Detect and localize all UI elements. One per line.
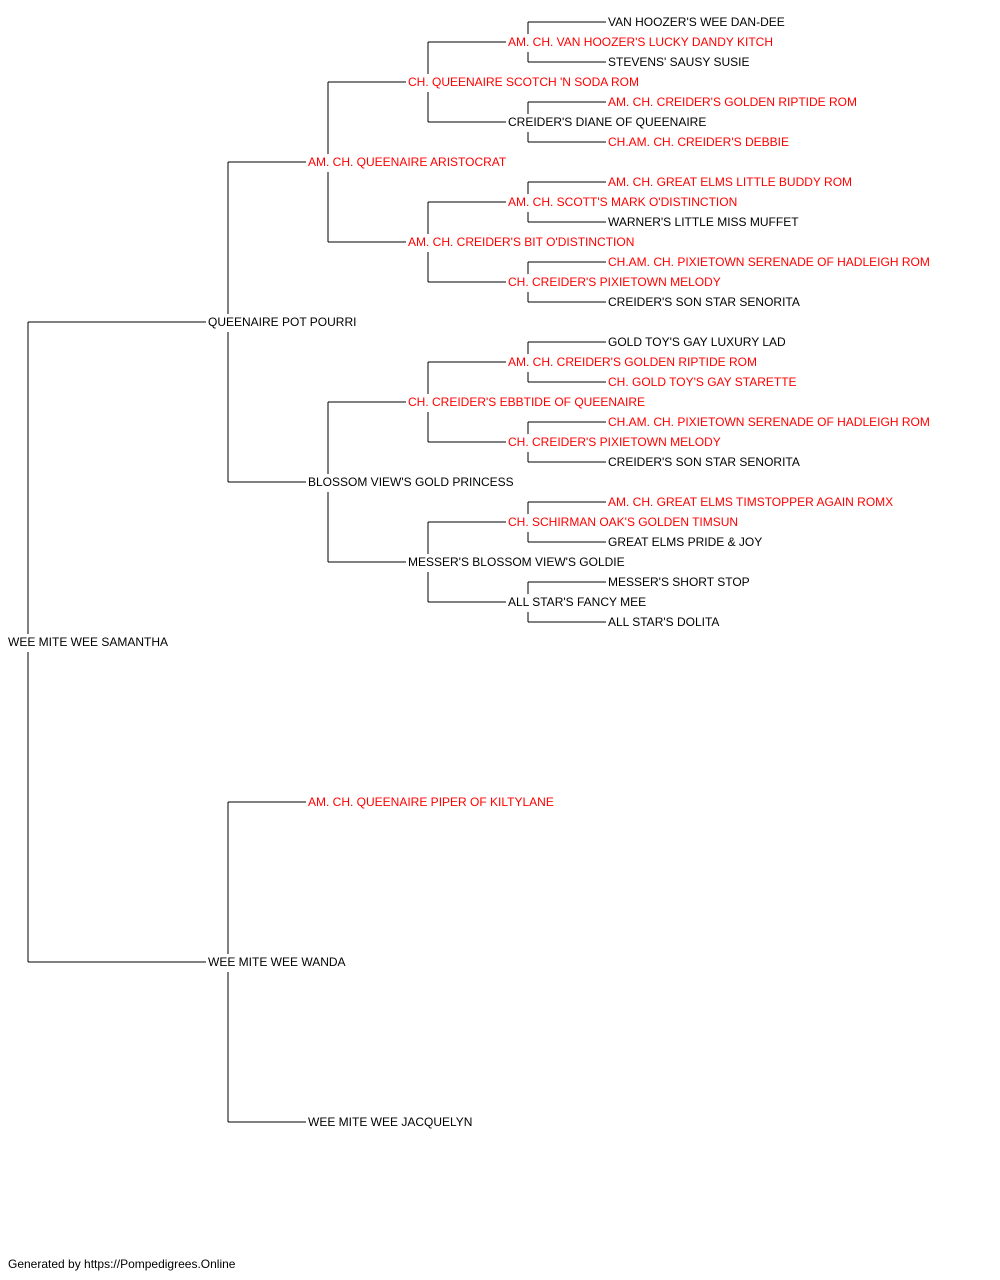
dog-name-gen4: CREIDER'S DIANE OF QUEENAIRE (508, 115, 706, 129)
generated-by-footer: Generated by https://Pompedigrees.Online (8, 1257, 236, 1271)
dog-name-gen1: WEE MITE WEE WANDA (208, 955, 346, 969)
dog-name-gen5: WARNER'S LITTLE MISS MUFFET (608, 215, 799, 229)
dog-name-gen4: CH. CREIDER'S PIXIETOWN MELODY (508, 435, 721, 449)
dog-name-gen5: CH. GOLD TOY'S GAY STARETTE (608, 375, 797, 389)
dog-name-gen5: CREIDER'S SON STAR SENORITA (608, 455, 800, 469)
dog-name-gen0: WEE MITE WEE SAMANTHA (8, 635, 168, 649)
dog-name-gen3: CH. QUEENAIRE SCOTCH 'N SODA ROM (408, 75, 639, 89)
dog-name-gen4: CH. CREIDER'S PIXIETOWN MELODY (508, 275, 721, 289)
dog-name-gen5: STEVENS' SAUSY SUSIE (608, 55, 749, 69)
dog-name-gen2: AM. CH. QUEENAIRE ARISTOCRAT (308, 155, 507, 169)
dog-name-gen5: ALL STAR'S DOLITA (608, 615, 719, 629)
dog-name-gen4: AM. CH. SCOTT'S MARK O'DISTINCTION (508, 195, 737, 209)
dog-name-gen2: AM. CH. QUEENAIRE PIPER OF KILTYLANE (308, 795, 554, 809)
dog-name-gen4: AM. CH. CREIDER'S GOLDEN RIPTIDE ROM (508, 355, 757, 369)
dog-name-gen5: CREIDER'S SON STAR SENORITA (608, 295, 800, 309)
dog-name-gen5: GOLD TOY'S GAY LUXURY LAD (608, 335, 786, 349)
dog-name-gen2: BLOSSOM VIEW'S GOLD PRINCESS (308, 475, 514, 489)
dog-name-gen5: CH.AM. CH. PIXIETOWN SERENADE OF HADLEIG… (608, 415, 930, 429)
dog-name-gen4: AM. CH. VAN HOOZER'S LUCKY DANDY KITCH (508, 35, 773, 49)
dog-name-gen3: AM. CH. CREIDER'S BIT O'DISTINCTION (408, 235, 634, 249)
dog-name-gen1: QUEENAIRE POT POURRI (208, 315, 356, 329)
dog-name-gen4: ALL STAR'S FANCY MEE (508, 595, 646, 609)
dog-name-gen3: CH. CREIDER'S EBBTIDE OF QUEENAIRE (408, 395, 645, 409)
dog-name-gen5: MESSER'S SHORT STOP (608, 575, 750, 589)
dog-name-gen5: AM. CH. CREIDER'S GOLDEN RIPTIDE ROM (608, 95, 857, 109)
dog-name-gen5: GREAT ELMS PRIDE & JOY (608, 535, 762, 549)
dog-name-gen5: VAN HOOZER'S WEE DAN-DEE (608, 15, 785, 29)
dog-name-gen5: AM. CH. GREAT ELMS LITTLE BUDDY ROM (608, 175, 852, 189)
dog-name-gen3: MESSER'S BLOSSOM VIEW'S GOLDIE (408, 555, 625, 569)
dog-name-gen2: WEE MITE WEE JACQUELYN (308, 1115, 472, 1129)
dog-name-gen5: AM. CH. GREAT ELMS TIMSTOPPER AGAIN ROMX (608, 495, 893, 509)
dog-name-gen5: CH.AM. CH. CREIDER'S DEBBIE (608, 135, 789, 149)
dog-name-gen5: CH.AM. CH. PIXIETOWN SERENADE OF HADLEIG… (608, 255, 930, 269)
dog-name-gen4: CH. SCHIRMAN OAK'S GOLDEN TIMSUN (508, 515, 738, 529)
